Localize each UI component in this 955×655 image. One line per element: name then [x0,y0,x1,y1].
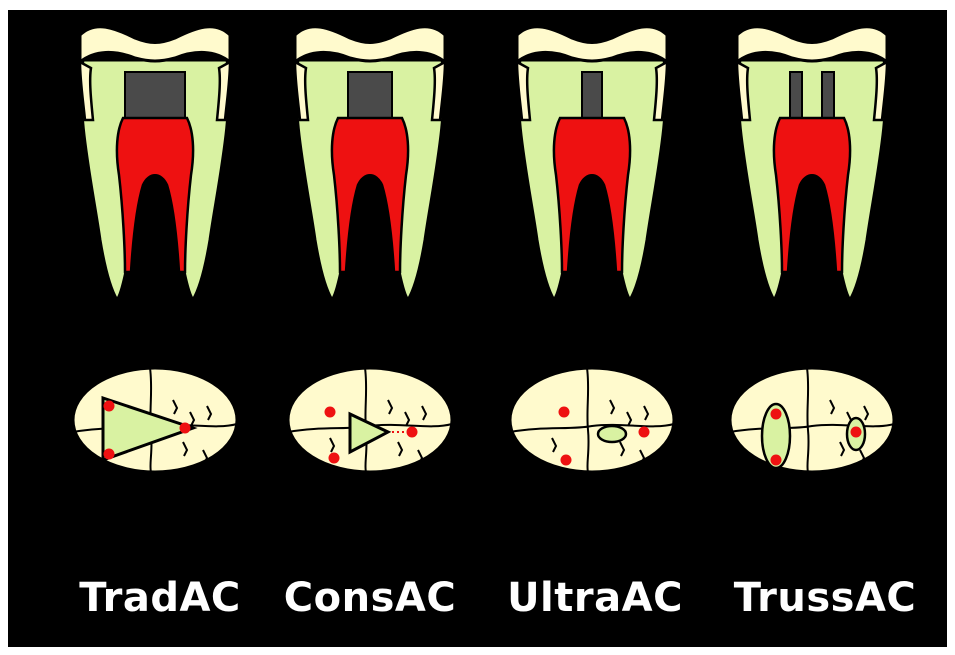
canal-orifice [851,427,862,438]
tooth-group-ultraac [510,27,674,472]
label-tradac: TradAC [50,575,270,621]
canal-orifice [639,427,650,438]
occlusal-surface [510,368,674,472]
canal-orifice [407,427,418,438]
enamel-crown [80,27,230,62]
label-ultraac: UltraAC [485,575,705,621]
canal-orifice [104,449,115,460]
fissure-vertical [587,368,589,472]
occlusal-surface [730,368,894,472]
label-consac: ConsAC [260,575,480,621]
access-channel-right [822,72,834,120]
canal-orifice [771,455,782,466]
canal-orifice [561,455,572,466]
canal-orifice [771,409,782,420]
canal-orifice [180,423,191,434]
enamel-crown [295,27,445,62]
access-cavity [125,72,185,118]
canal-orifice [104,401,115,412]
access-cavity [582,72,602,118]
fissure-vertical [807,368,809,472]
pulp-chamber [774,118,850,272]
canal-orifice [329,453,340,464]
tooth-group-trussac [730,27,894,472]
enamel-crown [517,27,667,62]
access-cavity [348,72,392,118]
tooth-group-tradac [73,27,237,472]
dentin [738,60,886,300]
label-trussac: TrussAC [715,575,935,621]
pulp-chamber [117,118,193,272]
access-channel-left [790,72,802,120]
pulp-chamber [554,118,630,272]
pulp-chamber [332,118,408,272]
canal-orifice [559,407,570,418]
occlusal-surface [288,368,452,472]
enamel-crown [737,27,887,62]
canal-orifice [325,407,336,418]
tooth-group-consac [288,27,452,472]
access-outline [598,426,626,442]
